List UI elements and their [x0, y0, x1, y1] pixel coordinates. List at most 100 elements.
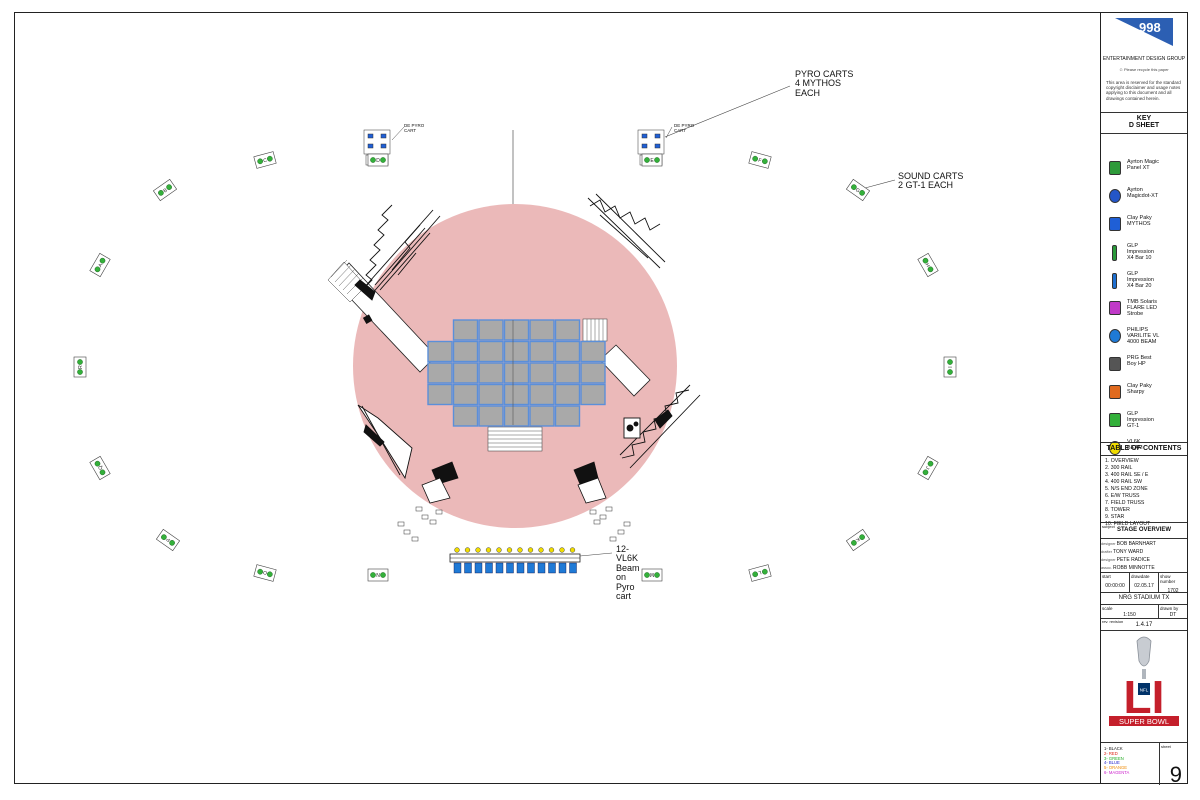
pyro-cart-unit [558, 562, 567, 574]
x4-bar-10-icon [1112, 245, 1117, 261]
pyro-cart-unit [464, 562, 472, 574]
cart-letter: E [650, 158, 654, 164]
sound-cart: D [367, 153, 389, 167]
key-item: PHILIPS VARILITE VL 4000 BEAM [1103, 327, 1187, 345]
key-title: KEY [1136, 115, 1152, 122]
floor-panel [452, 362, 479, 384]
vl4000-icon [1109, 329, 1121, 343]
callout-sound-carts: SOUND CARTS 2 GT-1 EACH [898, 171, 964, 191]
key-item: GLP Impression X4 Bar 10 [1103, 243, 1187, 261]
sound-cart: L [748, 564, 772, 582]
credits-section: designer BOB BARNHART drafter TONY WARD de… [1101, 538, 1187, 573]
mythos-icon [1109, 217, 1121, 231]
cart-letter: A [97, 262, 104, 268]
drawn-by: DT [1169, 612, 1177, 618]
ramp-southeast [599, 344, 651, 397]
cart-letter: N [376, 571, 380, 577]
floor-panel [478, 319, 504, 341]
sound-cart: G [845, 178, 871, 202]
toc-item: 5. N/S END ZONE [1105, 486, 1148, 492]
key-item: Clay Paky MYTHOS [1103, 215, 1187, 233]
pyro-cart-unit [537, 562, 546, 574]
floor-panel [427, 362, 453, 384]
sound-cart: A [89, 252, 111, 278]
credit-row: assoc. ROBB MINNOTTE [1101, 565, 1155, 571]
credit-row: drafter TONY WARD [1101, 549, 1144, 555]
key-item: GLP Impression X4 Bar 20 [1103, 271, 1187, 289]
drawing-scale: 1:150 [1123, 612, 1136, 618]
floor-panel [529, 383, 555, 406]
pyro-cart-unit [453, 562, 462, 574]
cart-letter: F [757, 158, 762, 165]
tower-southwest [421, 461, 459, 504]
subject-label: subject [1102, 524, 1115, 529]
sound-cart: B [152, 178, 178, 202]
fixture-arc-southwest [397, 506, 443, 542]
callout-vl6k: 12- VL6K Beam on Pyro cart [616, 544, 640, 602]
toc-item: 1. OVERVIEW [1105, 458, 1139, 464]
recycle-note: ♲ Please recycle this paper [1119, 67, 1169, 72]
sound-cart: O [253, 564, 277, 582]
vl6k-fixture [527, 547, 534, 553]
toc-item: 3. 400 RAIL SE / E [1105, 472, 1149, 478]
vl6k-fixture [517, 547, 523, 553]
toc-item: 9. STAR [1105, 514, 1125, 520]
pyro-cart-unit [474, 562, 483, 574]
floor-panel [427, 340, 453, 363]
credit-row: designer BOB BARNHART [1101, 541, 1156, 547]
subject-section: subject STAGE OVERVIEW [1101, 522, 1187, 539]
sound-cart: E [641, 153, 663, 167]
truss-west [357, 404, 413, 480]
sound-cart: N [367, 568, 389, 582]
floor-panel [554, 319, 581, 341]
fixture-arc-southeast [589, 506, 631, 542]
leader-vl6k [579, 552, 613, 557]
key-item: Ayrton Magicdot-XT [1103, 187, 1187, 205]
super-bowl-text: SUPER BOWL [1119, 717, 1169, 726]
venue-name: NRG STADIUM TX [1118, 595, 1170, 601]
floor-panel [529, 362, 555, 384]
sheet-number: 9 [1169, 762, 1182, 787]
revision-row: rev. revision 1.4.17 [1101, 618, 1187, 631]
vl6k-fixture [548, 547, 555, 553]
cart-letter: R [78, 365, 84, 369]
line-color-entry: 3- GREEN [1104, 755, 1124, 761]
floor-panel [478, 362, 504, 384]
stairs-northeast [582, 318, 608, 342]
sheet-footer: sheet [1101, 742, 1187, 785]
floor-panel [554, 340, 581, 363]
pyro-cart-unit [527, 562, 535, 574]
key-item-label: GLP Impression GT-1 [1127, 411, 1154, 430]
disclaimer-text: This area is reserved for the standard c… [1106, 80, 1181, 101]
vl6k-fixture [506, 547, 513, 553]
leader-depyro-left [391, 126, 405, 141]
sound-cart: F [748, 151, 772, 169]
line-color-entry: 1- BLACK [1104, 746, 1123, 751]
led-floor-panel-grid [427, 319, 606, 427]
truss-northeast [587, 193, 666, 269]
cart-letter: M [650, 571, 654, 577]
draw-date: 02.05.17 [1134, 583, 1154, 589]
line-color-entry: 6- MAGENTA [1104, 769, 1130, 775]
floor-panel [554, 362, 581, 384]
cart-letter: B [162, 187, 169, 194]
vl6k-fixture [538, 547, 544, 553]
floor-panel [478, 383, 504, 406]
sound-cart: P [155, 528, 181, 552]
nfl-text: NFL [1140, 688, 1149, 693]
key-item: GLP Impression GT-1 [1103, 411, 1187, 429]
line-color-entry: 5- ORANGE [1104, 765, 1128, 771]
floor-panel [503, 362, 530, 384]
toc-item: 4. 400 RAIL SW [1105, 479, 1143, 485]
key-item: TMB Solaris FLARE LED Strobe [1103, 299, 1187, 317]
toc-item: 8. TOWER [1105, 507, 1130, 513]
pyro-cart-unit [569, 562, 577, 574]
gt1-icon [1109, 413, 1121, 427]
key-subtitle: D SHEET [1128, 122, 1160, 129]
credit-row: designer PETE RADICE [1101, 557, 1150, 563]
key-item-label: Clay Paky Sharpy [1127, 383, 1152, 396]
leader-pyro [664, 85, 791, 138]
tower-southeast [573, 461, 607, 504]
key-item: Ayrton Magic Panel XT [1103, 159, 1187, 177]
